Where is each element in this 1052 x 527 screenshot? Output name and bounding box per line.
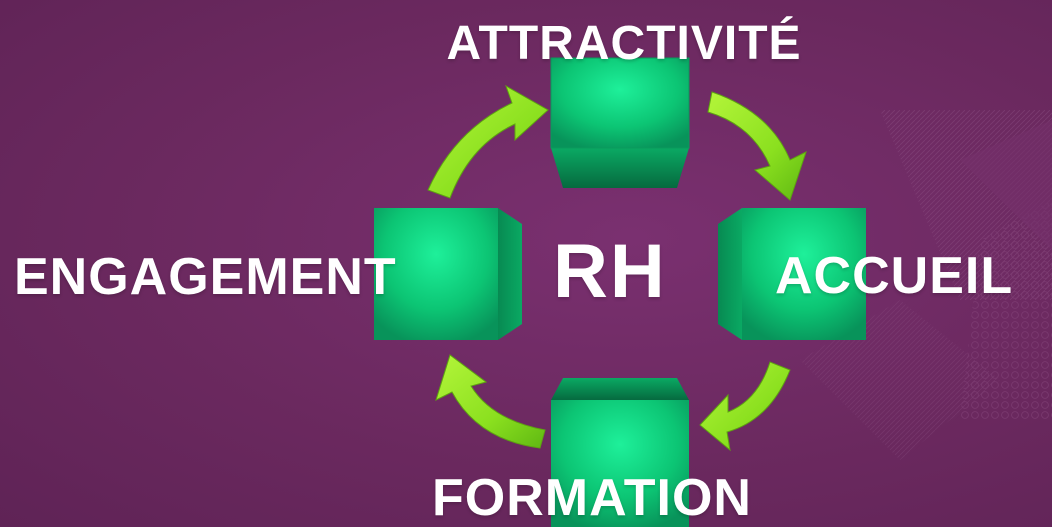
arrow-bottom-to-left [435,354,546,449]
background-pattern [800,110,1052,460]
center-label: RH [553,229,667,314]
arrow-top-to-right [707,91,807,201]
box-right [718,208,866,340]
box-left [374,208,522,340]
node-label-bottom: FORMATION [432,469,752,527]
arrow-left-to-top [427,84,549,199]
node-label-top: ATTRACTIVITÉ [0,16,1052,71]
box-top [550,57,690,188]
node-label-top-text: ATTRACTIVITÉ [446,17,802,70]
cycle-arrows [427,84,807,452]
node-label-right: ACCUEIL [775,247,1014,305]
arrow-right-to-bottom [699,361,791,452]
node-label-left: ENGAGEMENT [14,248,397,306]
box-bottom [551,378,689,527]
